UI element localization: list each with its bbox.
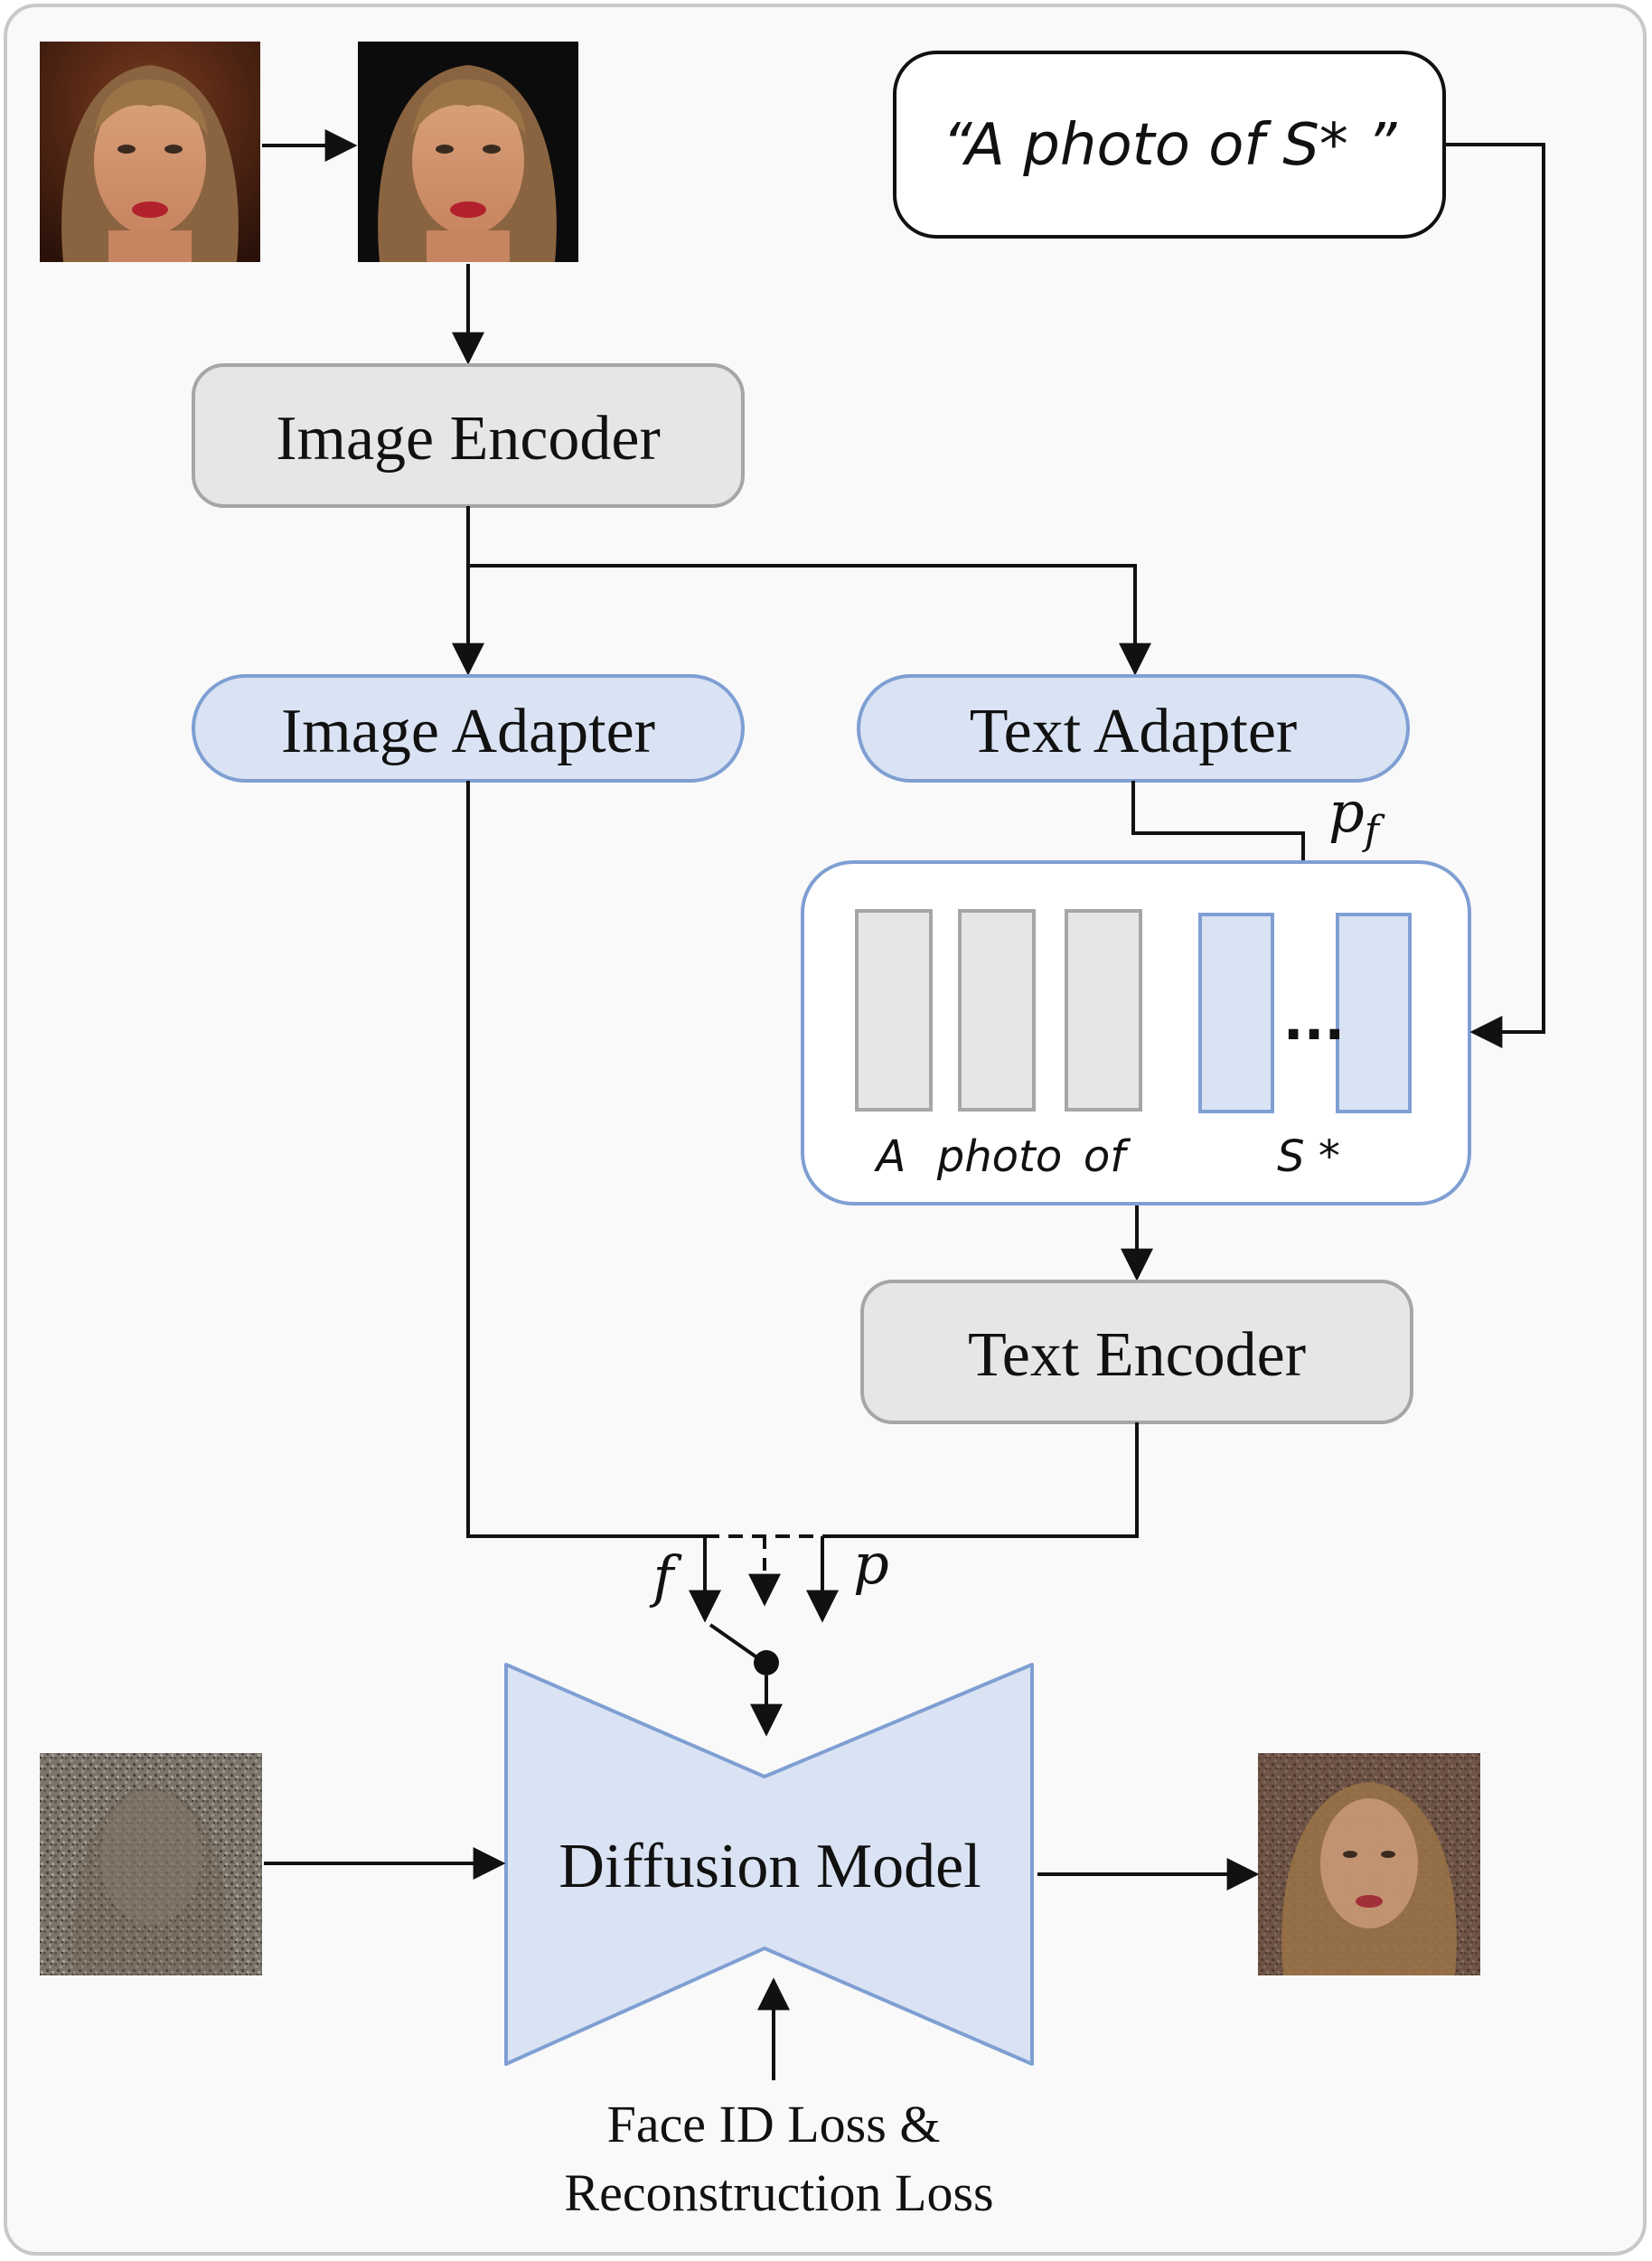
- prompt-to-tokens-arrow: [1444, 143, 1545, 1048]
- image-adapter-label: Image Adapter: [281, 697, 655, 766]
- token-ellipsis: ...: [1283, 990, 1345, 1053]
- token-photo: [958, 909, 1036, 1112]
- cropped-face-photo: [358, 42, 578, 262]
- generated-output-image: [1258, 1753, 1480, 1975]
- encoder-split-line: [466, 506, 1151, 676]
- token-a: [855, 909, 933, 1112]
- text-encoder-output-line: [822, 1422, 1139, 1538]
- diffusion-model-label: Diffusion Model: [558, 1832, 981, 1901]
- token-s-star-1: [1198, 913, 1274, 1113]
- loss-label-line2: Reconstruction Loss: [564, 2163, 993, 2222]
- loss-label-line1: Face ID Loss &: [607, 2095, 941, 2153]
- token-label-a: A: [874, 1131, 906, 1182]
- text-encoder-label: Text Encoder: [968, 1320, 1306, 1390]
- text-adapter-label: Text Adapter: [970, 697, 1297, 766]
- token-of: [1065, 909, 1142, 1112]
- image-encoder-label: Image Encoder: [276, 404, 661, 474]
- p-label: p: [853, 1531, 889, 1597]
- switch-pivot: [754, 1650, 779, 1675]
- token-label-photo: photo: [936, 1131, 1062, 1182]
- token-label-of: of: [1084, 1131, 1131, 1182]
- prompt-text: “A photo of S* ”: [943, 112, 1398, 179]
- diffusion-model-shape: [504, 1663, 1034, 2066]
- token-label-s-star: S *: [1277, 1131, 1340, 1182]
- image-adapter-output-line: [466, 781, 705, 1538]
- input-face-photo: [40, 42, 260, 262]
- noisy-input-image: [40, 1753, 262, 1975]
- token-s-star-2: [1336, 913, 1412, 1113]
